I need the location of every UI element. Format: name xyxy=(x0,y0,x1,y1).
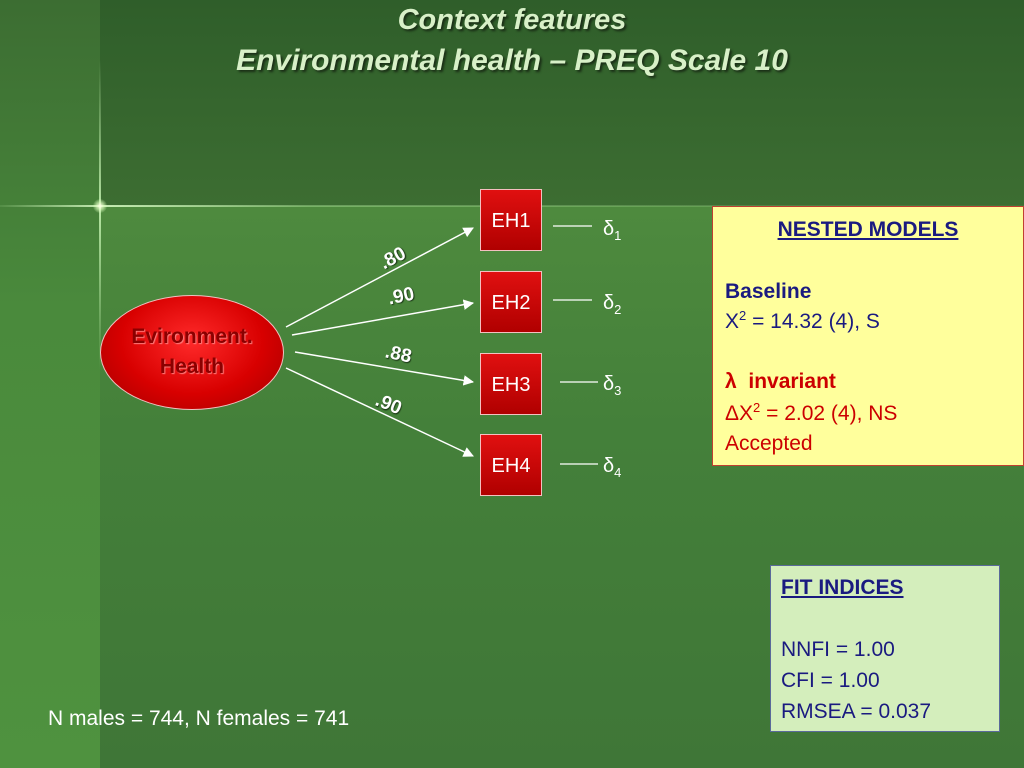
error-term-4: δ4 xyxy=(603,455,622,480)
slide-subtitle: Environmental health – PREQ Scale 10 xyxy=(236,44,788,77)
sample-size-note: N males = 744, N females = 741 xyxy=(48,707,350,730)
fit-cfi: CFI = 1.00 xyxy=(781,669,880,692)
indicator-box-eh2: EH2 xyxy=(480,271,542,333)
nested-models-panel: NESTED MODELS Baseline X2 = 14.32 (4), S… xyxy=(712,206,1024,466)
baseline-label: Baseline xyxy=(725,280,812,303)
invariance-result: Accepted xyxy=(725,432,813,455)
background-left-band xyxy=(0,0,100,768)
invariant-label: λ invariant xyxy=(725,370,836,393)
delta-chi-square: ΔX2 = 2.02 (4), NS xyxy=(725,400,898,425)
light-flare-vertical xyxy=(99,60,101,370)
indicator-box-eh4: EH4 xyxy=(480,434,542,496)
latent-variable-ellipse xyxy=(100,295,284,410)
loading-arrow-eh3 xyxy=(294,351,475,386)
latent-label-line2: Health xyxy=(159,355,225,378)
baseline-chi-square: X2 = 14.32 (4), S xyxy=(725,308,880,333)
light-flare-center xyxy=(93,199,107,213)
fit-indices-heading: FIT INDICES xyxy=(781,576,904,599)
error-term-3: δ3 xyxy=(603,373,622,398)
fit-indices-panel: FIT INDICES NNFI = 1.00 CFI = 1.00 RMSEA… xyxy=(770,565,1000,732)
error-term-1: δ1 xyxy=(603,218,622,243)
slide-title: Context features xyxy=(397,4,627,36)
loading-arrow-eh2 xyxy=(291,299,475,336)
loading-arrow-eh1 xyxy=(285,227,474,328)
indicator-box-eh1: EH1 xyxy=(480,189,542,251)
fit-rmsea: RMSEA = 0.037 xyxy=(781,700,932,723)
loading-arrow-eh4 xyxy=(285,367,474,457)
lambda-symbol: λ xyxy=(725,370,737,393)
indicator-box-eh3: EH3 xyxy=(480,353,542,415)
error-term-2: δ2 xyxy=(603,292,622,317)
nested-models-heading: NESTED MODELS xyxy=(777,218,959,241)
latent-label-line1: Evironment. xyxy=(131,325,253,348)
fit-nnfi: NNFI = 1.00 xyxy=(781,638,895,661)
